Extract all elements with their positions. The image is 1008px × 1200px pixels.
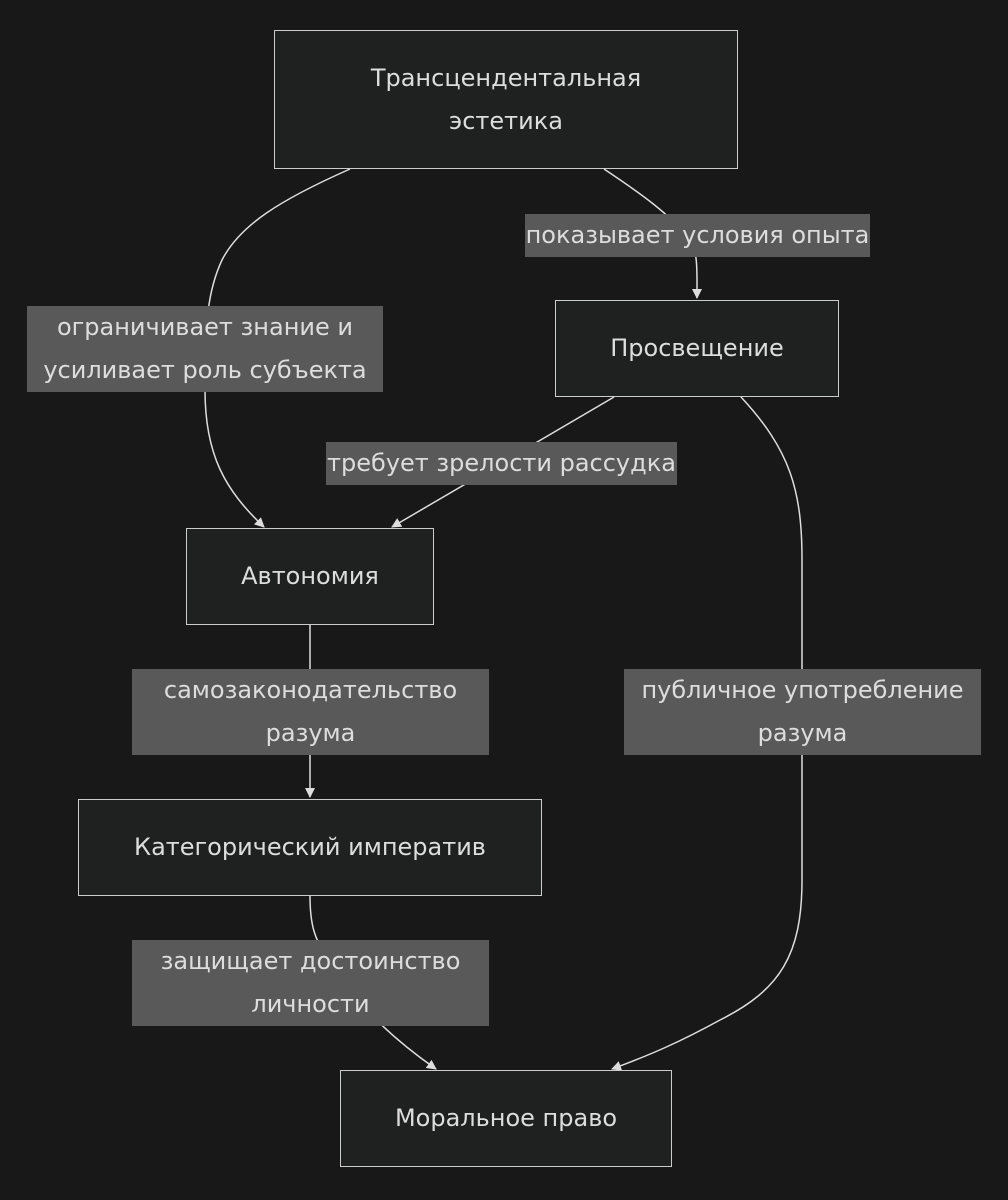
edge-label-shows-conditions: показывает условия опыта [525, 214, 870, 257]
edge-enlightenment-moral-law [611, 396, 803, 1071]
node-label: Автономия [241, 562, 379, 590]
edge-label-public-use: публичное употребление разума [624, 669, 981, 755]
node-autonomy[interactable]: Автономия [186, 528, 434, 625]
node-label: Трансцендентальная эстетика [370, 63, 642, 135]
node-label: Просвещение [610, 334, 784, 362]
edge-label-self-legislation: самозаконодательство разума [132, 669, 489, 755]
edge-label-requires-maturity: требует зрелости рассудка [326, 442, 677, 485]
node-transcendental-aesthetic[interactable]: Трансцендентальная эстетика [274, 30, 738, 169]
node-label: Категорический императив [134, 833, 486, 861]
node-categorical-imperative[interactable]: Категорический императив [78, 799, 542, 896]
node-label: Моральное право [394, 1104, 618, 1132]
edge-label-limits-knowledge: ограничивает знание и усиливает роль суб… [27, 306, 383, 392]
edge-label-protects-dignity: защищает достоинство личности [132, 940, 489, 1026]
node-moral-law[interactable]: Моральное право [340, 1070, 672, 1167]
node-enlightenment[interactable]: Просвещение [555, 300, 839, 397]
